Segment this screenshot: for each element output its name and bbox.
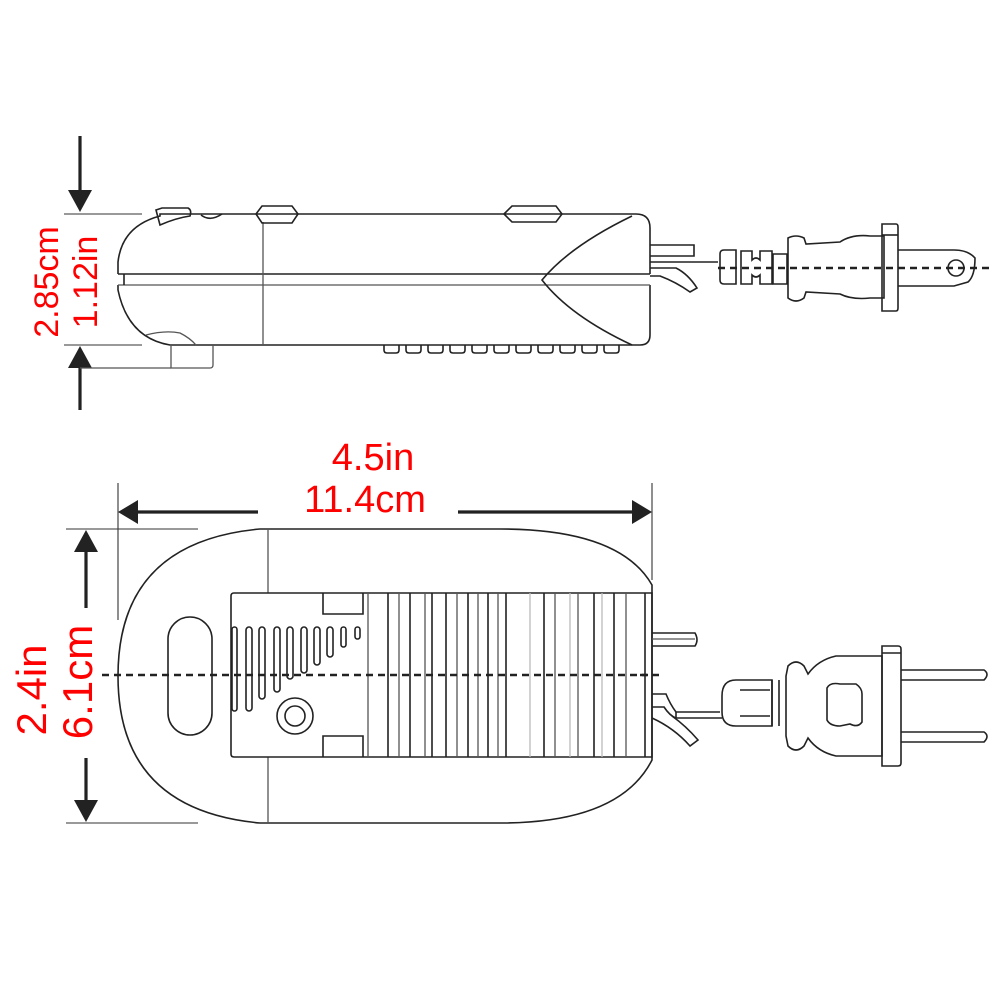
height-dimension-arrows [64, 136, 142, 410]
bottom-ridges [383, 345, 620, 354]
cord-side [650, 244, 718, 293]
length-dimension-arrows [117, 483, 653, 620]
prong-bottom [901, 731, 988, 743]
prong-top [901, 669, 988, 681]
width-imperial-label: 2.4in [8, 644, 55, 735]
length-metric-label: 11.4cm [304, 479, 426, 521]
vent-slots [231, 626, 361, 712]
cord-top [651, 632, 722, 748]
knob-outer [276, 697, 314, 735]
top-view: 4.5in 11.4cm 2.4in 6.1cm [8, 437, 988, 824]
knob-inner [284, 705, 306, 727]
plug-grip-recess [826, 682, 863, 727]
grip-ribs [387, 593, 646, 757]
switch-body-side [80, 205, 651, 369]
length-imperial-label: 4.5in [332, 437, 414, 479]
height-metric-label: 2.85cm [28, 226, 66, 338]
width-metric-label: 6.1cm [54, 625, 101, 739]
width-dimension-arrows [66, 528, 198, 824]
side-view: 2.85cm 1.12in [28, 136, 990, 410]
height-imperial-label: 1.12in [67, 236, 105, 329]
plug-top [721, 645, 988, 767]
switch-body-top [117, 528, 653, 824]
plug-side [719, 223, 976, 312]
